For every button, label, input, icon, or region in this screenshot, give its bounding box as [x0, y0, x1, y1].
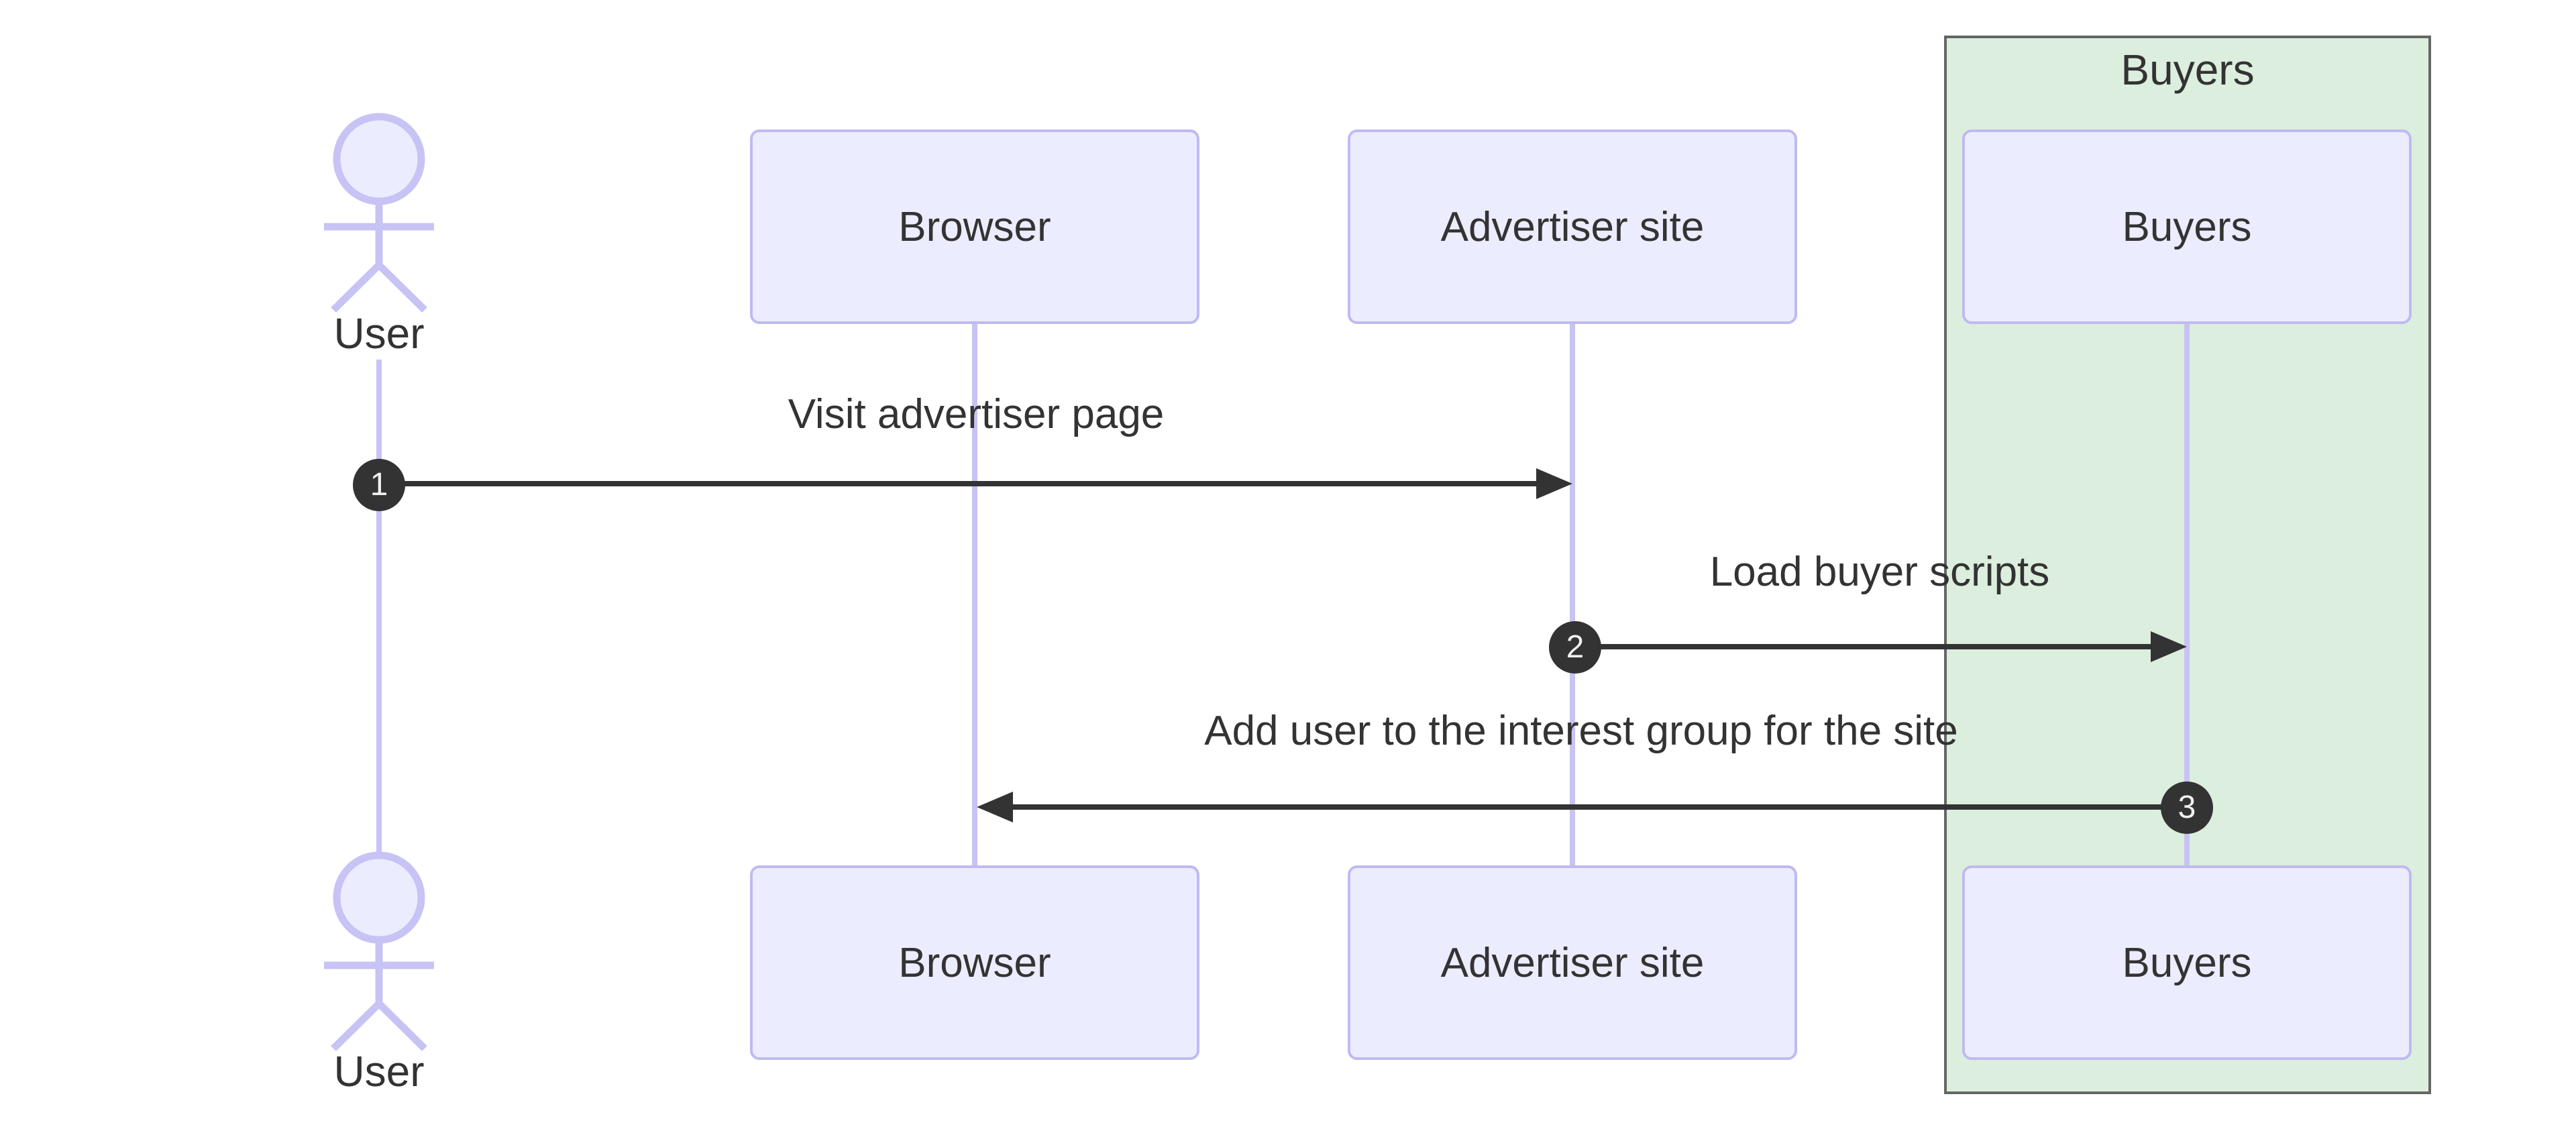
participant-label: Browser — [898, 939, 1051, 986]
lifeline-user — [376, 360, 382, 853]
participant-browser-bottom: Browser — [750, 865, 1199, 1060]
user-actor-icon — [324, 851, 434, 1051]
message-2-line — [1575, 644, 2151, 649]
lifeline-advertiser — [1570, 323, 1575, 867]
participant-browser-top: Browser — [750, 129, 1199, 324]
actor-label-user-top: User — [333, 309, 425, 358]
participant-advertiser-top: Advertiser site — [1348, 129, 1797, 324]
participant-label: Advertiser site — [1440, 939, 1705, 986]
arrowhead-right-icon — [2151, 631, 2187, 662]
sequence-number-badge: 2 — [1549, 621, 1601, 674]
sequence-number-badge: 1 — [353, 459, 405, 511]
participant-advertiser-bottom: Advertiser site — [1348, 865, 1797, 1060]
message-1-line — [379, 481, 1536, 486]
message-1-label: Visit advertiser page — [788, 391, 1165, 437]
lifeline-browser — [972, 323, 977, 867]
message-2-label: Load buyer scripts — [1709, 549, 2050, 595]
participant-label: Buyers — [2122, 939, 2252, 986]
actor-label-user-bottom: User — [333, 1047, 425, 1095]
participant-buyers-top: Buyers — [1962, 129, 2412, 324]
participant-label: Browser — [898, 203, 1051, 250]
group-title: Buyers — [2121, 46, 2255, 94]
sequence-number-badge: 3 — [2161, 782, 2213, 834]
participant-label: Buyers — [2122, 203, 2252, 250]
arrowhead-right-icon — [1536, 468, 1572, 499]
lifeline-buyers — [2184, 323, 2190, 867]
message-3-line — [1013, 804, 2187, 810]
participant-buyers-bottom: Buyers — [1962, 865, 2412, 1060]
participant-label: Advertiser site — [1440, 203, 1705, 250]
message-3-label: Add user to the interest group for the s… — [1204, 708, 1958, 754]
user-actor-icon — [324, 113, 434, 313]
arrowhead-left-icon — [977, 792, 1013, 822]
